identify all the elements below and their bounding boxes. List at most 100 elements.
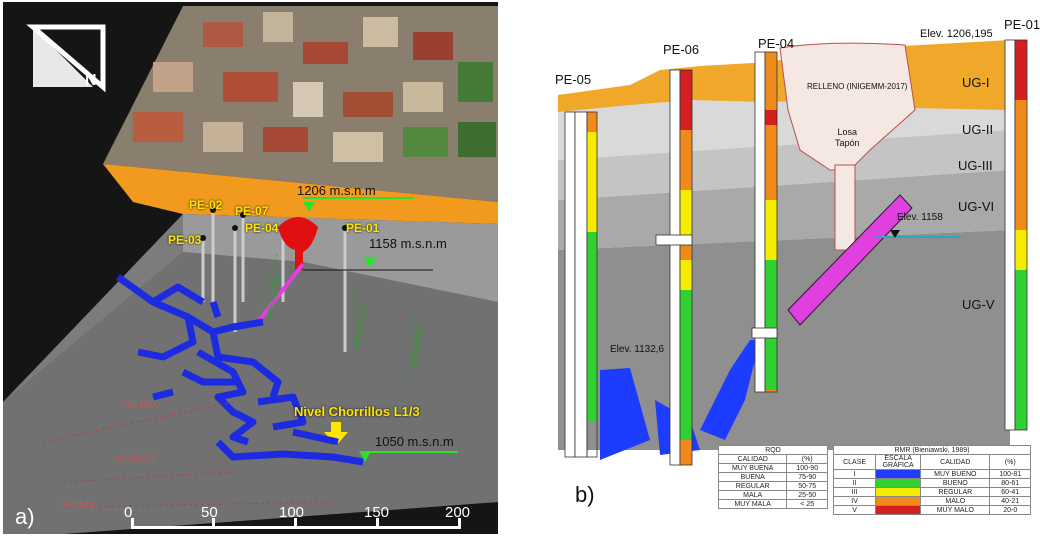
- magenta-shaft: [256, 262, 305, 324]
- rmr-range: 40-21: [989, 496, 1031, 506]
- losa-tapon-label: Losa Tapón: [835, 127, 860, 148]
- rqd-range: < 25: [786, 499, 828, 509]
- rmr-range: 80-61: [989, 478, 1031, 488]
- well-bores: [201, 212, 347, 352]
- rqd-header: CALIDAD: [717, 454, 788, 464]
- scale-label: 0: [124, 504, 133, 521]
- borehole-pe01: [1004, 39, 1028, 431]
- rmr-class: II: [832, 478, 877, 488]
- rmr-color-swatch: [875, 478, 922, 488]
- rmr-header: CALIDAD: [920, 454, 991, 470]
- elevation-top-label: Elev. 1206,195: [920, 28, 993, 40]
- well-label-pe03: PE-03: [168, 233, 202, 247]
- rqd-range: 50-75: [786, 481, 828, 491]
- well-label-pe04: PE-04: [758, 36, 795, 51]
- unit-ug-ii: UG-II: [962, 122, 994, 137]
- rqd-quality: MALA: [717, 490, 788, 500]
- rmr-range: 60-41: [989, 487, 1031, 497]
- coordinate-grid-red: [42, 401, 334, 508]
- grid-label: +654350: [115, 454, 155, 465]
- well-label-pe05: PE-05: [555, 72, 592, 87]
- rmr-quality: MUY MALO: [920, 505, 991, 515]
- rmr-class: V: [832, 505, 877, 515]
- svg-text:N: N: [85, 72, 97, 89]
- scale-label: 50: [201, 504, 218, 521]
- elevation-label-1050: 1050 m.s.n.m: [375, 434, 454, 449]
- unit-ug-i: UG-I: [962, 75, 990, 90]
- grid-label: +65440: [61, 500, 95, 511]
- borehole-pe06: [655, 69, 693, 466]
- terrain-lower: [3, 252, 498, 534]
- panel-b-tag: b): [575, 482, 595, 507]
- elevation-1132-label: Elev. 1132,6: [610, 344, 665, 355]
- well-label-pe06: PE-06: [663, 42, 700, 57]
- blue-void-3: [700, 340, 760, 440]
- rmr-quality: MUY BUENO: [920, 469, 991, 479]
- unit-ug-v: UG-V: [962, 297, 995, 312]
- rqd-header: (%): [786, 454, 828, 464]
- elevation-1158-label: Elev. 1158: [897, 212, 943, 223]
- rqd-range: 75-90: [786, 472, 828, 482]
- magenta-shaft: [787, 194, 913, 326]
- relleno-label: RELLENO (INIGEMM-2017): [807, 82, 908, 91]
- blue-void-1: [600, 368, 650, 460]
- rmr-class: I: [832, 469, 877, 479]
- rqd-quality: BUENA: [717, 472, 788, 482]
- rqd-range: 25-50: [786, 490, 828, 500]
- tunnel-network: [115, 274, 364, 466]
- rqd-quality: MUY MALA: [717, 499, 788, 509]
- borehole-pe04: [751, 51, 778, 393]
- cross-section-drawing: [558, 39, 1028, 466]
- well-label-pe04: PE-04: [245, 221, 279, 235]
- rqd-quality: MUY BUENA: [717, 463, 788, 473]
- panel-b-cross-section: PE-05 PE-06 PE-04 PE-01 Elev. 1206,195 E…: [530, 0, 1040, 538]
- fill-body: [278, 217, 318, 270]
- scale-tick: [376, 518, 379, 529]
- green-marker-icon: [303, 202, 315, 212]
- relleno-plug: [834, 164, 856, 251]
- scale-tick: [294, 518, 297, 529]
- scale-tick: [131, 518, 134, 529]
- coordinate-grid: [259, 251, 419, 403]
- rqd-title: RQD: [718, 445, 828, 455]
- scale-label: 100: [279, 504, 305, 521]
- well-label-pe02: PE-02: [189, 198, 223, 212]
- panel-a-3d-view: N: [3, 2, 498, 534]
- elevation-label-1206: 1206 m.s.n.m: [297, 183, 376, 198]
- unit-ug-vi: UG-VI: [958, 199, 995, 214]
- rmr-quality: BUENO: [920, 478, 991, 488]
- well-label-pe07: PE-07: [235, 204, 269, 218]
- rmr-quality: MALO: [920, 496, 991, 506]
- rmr-color-swatch: [875, 487, 922, 497]
- well-label-pe01: PE-01: [1004, 17, 1040, 32]
- scale-tick: [458, 518, 461, 529]
- rmr-range: 20-0: [989, 505, 1031, 515]
- borehole-pe05: [564, 111, 598, 458]
- rqd-quality: REGULAR: [717, 481, 788, 491]
- down-arrow-icon: [324, 422, 348, 446]
- green-marker-icon: [359, 451, 371, 462]
- elevation-label-1158: 1158 m.s.n.m: [369, 236, 447, 251]
- grid-label: +654300: [121, 400, 161, 411]
- well-label-pe01: PE-01: [346, 221, 380, 235]
- rmr-title: RMR (Bieniawski, 1989): [833, 445, 1031, 455]
- rmr-class: III: [832, 487, 877, 497]
- rmr-quality: REGULAR: [920, 487, 991, 497]
- scale-label: 150: [364, 504, 390, 521]
- scale-label: 200: [445, 504, 471, 521]
- elev-marker-icon: [890, 230, 900, 238]
- green-marker-icon: [363, 257, 377, 268]
- north-arrow-icon: N: [26, 24, 106, 93]
- rmr-header: CLASE: [832, 454, 877, 470]
- scale-tick: [212, 518, 215, 529]
- tunnel-level-label: Nivel Chorrillos L1/3: [294, 404, 420, 419]
- rmr-header: (%): [989, 454, 1031, 470]
